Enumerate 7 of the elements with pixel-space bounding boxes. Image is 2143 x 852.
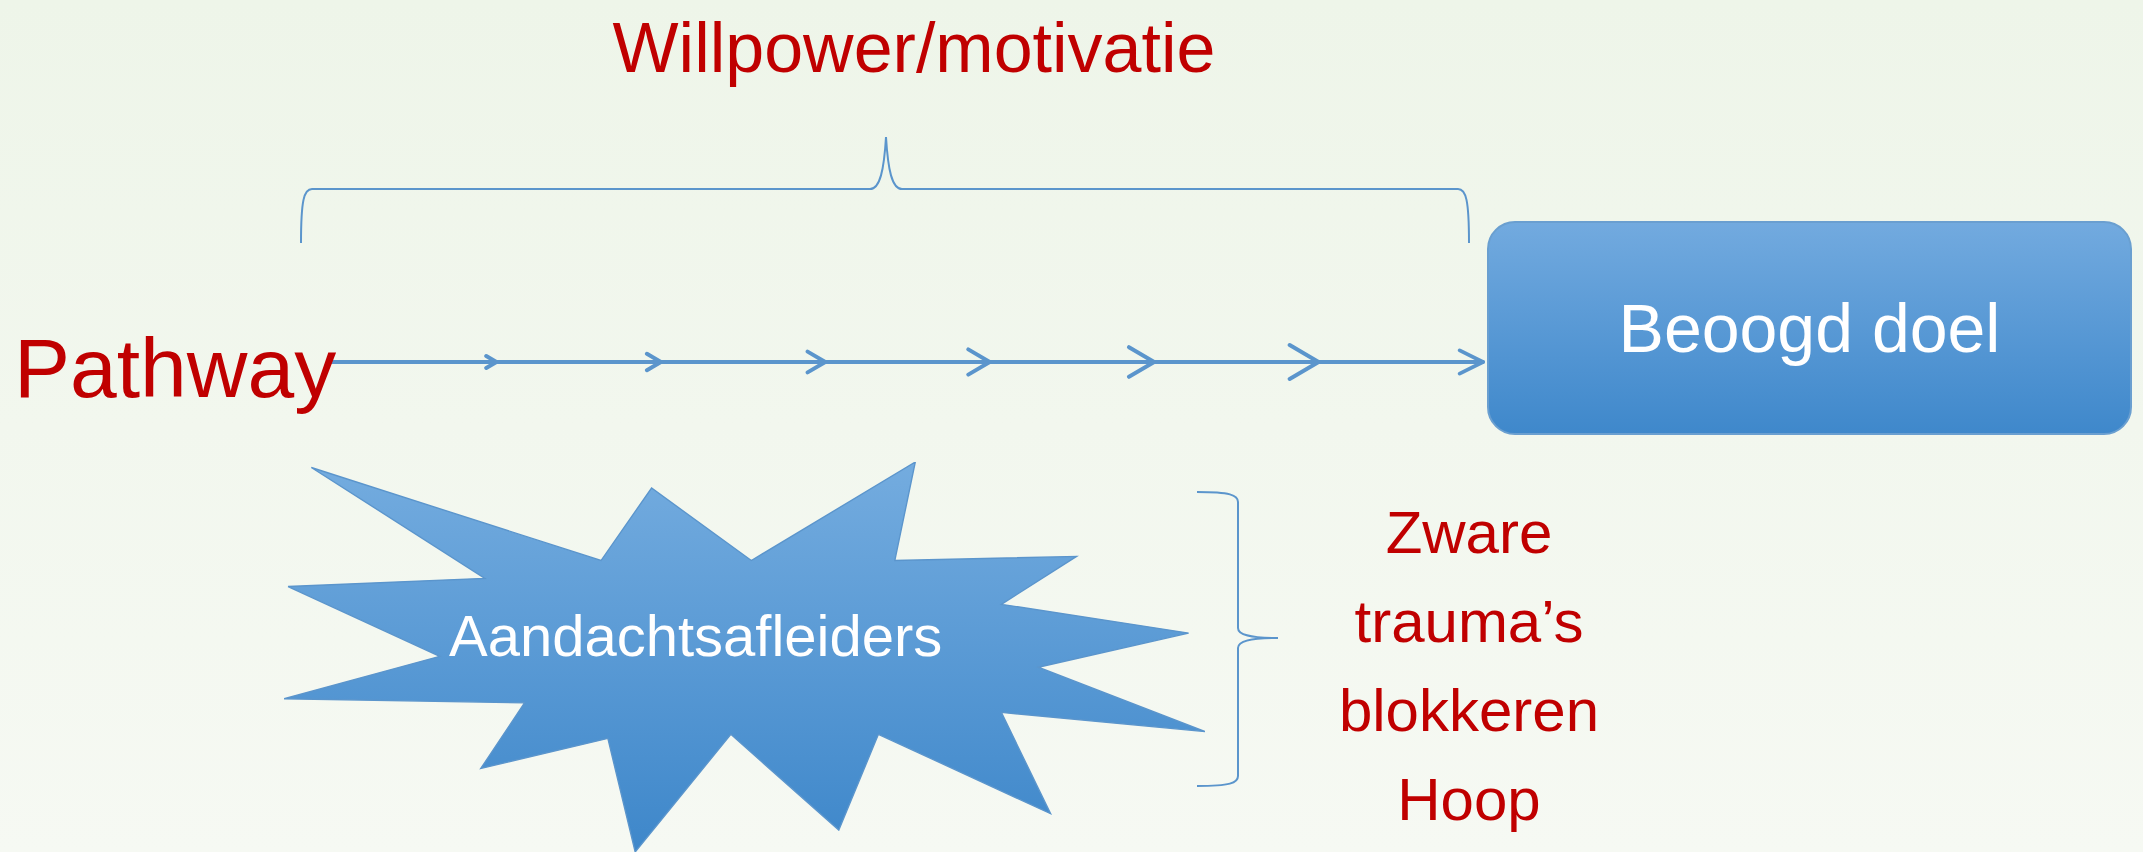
goal-box: [1487, 221, 2132, 435]
trauma-note: Zware trauma’s blokkeren Hoop: [1337, 498, 1601, 835]
willpower-label: Willpower/motivatie: [611, 8, 1217, 88]
distraction-text: Aandachtsafleiders: [449, 602, 943, 669]
arrow: [330, 343, 1485, 381]
pathway-label: Pathway: [14, 318, 344, 418]
goal-text: Beoogd doel: [1618, 289, 2001, 367]
